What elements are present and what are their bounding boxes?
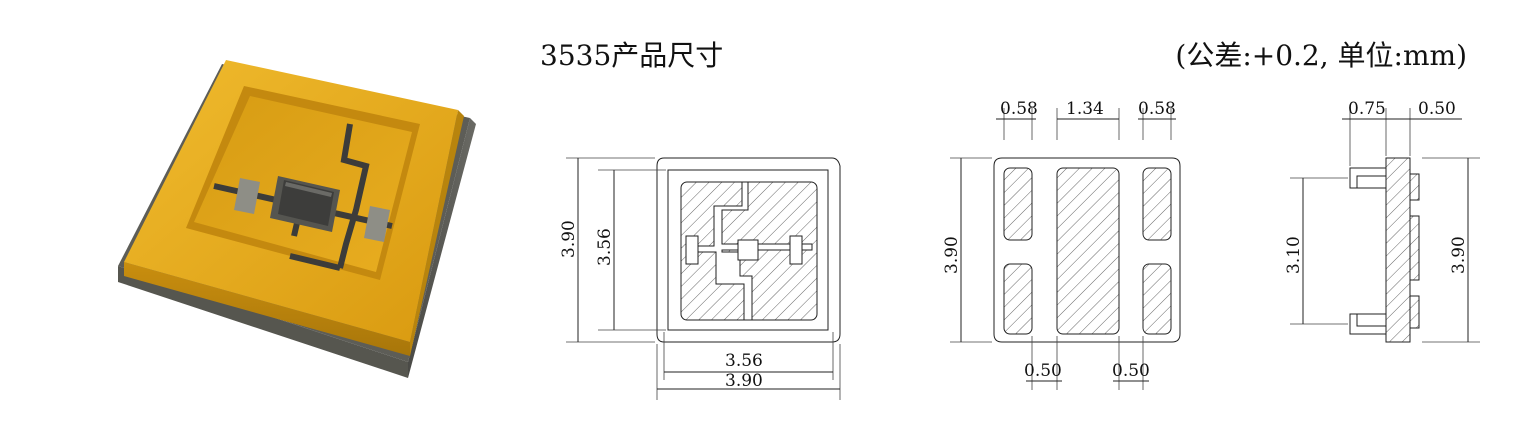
side-dim-left: 0.75 <box>1348 99 1386 119</box>
pad-top-right <box>1142 167 1172 241</box>
top-dim-outer-width: 3.90 <box>725 371 763 391</box>
bottom-view-outline <box>993 157 1181 343</box>
tolerance-note: (公差:+0.2, 单位:mm) <box>1175 39 1467 72</box>
base-substrate-right <box>408 118 476 378</box>
chip-highlight <box>285 182 332 197</box>
product-render <box>118 60 476 378</box>
bottom-dim-gap-right: 0.50 <box>1112 361 1150 381</box>
side-lead-bottom-inner <box>1356 313 1387 327</box>
top-view-traces <box>685 181 813 321</box>
side-dim-inner-height: 3.10 <box>1284 236 1304 274</box>
top-view: 3.90 3.56 3.56 3.90 <box>559 157 841 400</box>
gold-body-front <box>124 262 410 356</box>
bottom-view: 0.58 1.34 0.58 3.90 0.50 0.50 <box>942 99 1181 390</box>
bottom-dim-pad-center: 1.34 <box>1066 99 1104 119</box>
side-dim-outer-height: 3.90 <box>1449 236 1469 274</box>
top-dim-inner-height: 3.56 <box>595 228 615 266</box>
side-lead-top-inner <box>1356 175 1387 189</box>
side-body <box>1385 157 1411 343</box>
side-view: 0.75 0.50 3.10 3.90 <box>1284 99 1480 343</box>
side-tab-bottom-right <box>1409 295 1420 329</box>
bottom-dim-gap-left: 0.50 <box>1024 361 1062 381</box>
top-view-inner-frame <box>667 169 829 331</box>
pad-bottom-left <box>1003 263 1033 335</box>
side-tab-top-right <box>1409 173 1420 201</box>
pad-bottom-right <box>1142 263 1172 335</box>
bottom-dim-pad-left: 0.58 <box>1000 99 1038 119</box>
pad-center <box>1056 167 1120 335</box>
bottom-dim-height: 3.90 <box>942 236 962 274</box>
top-dim-outer-height: 3.90 <box>559 220 579 258</box>
pad-top-left <box>1003 167 1033 241</box>
gold-body-right <box>410 110 464 356</box>
bottom-dim-pad-right: 0.58 <box>1138 99 1176 119</box>
pad-right <box>364 206 390 242</box>
top-dim-inner-width: 3.56 <box>725 351 763 371</box>
side-tab-mid-right <box>1409 215 1420 281</box>
top-view-outline <box>656 157 841 343</box>
pad-left <box>234 178 260 214</box>
page-title: 3535产品尺寸 <box>540 39 724 72</box>
side-dim-right: 0.50 <box>1418 99 1456 119</box>
